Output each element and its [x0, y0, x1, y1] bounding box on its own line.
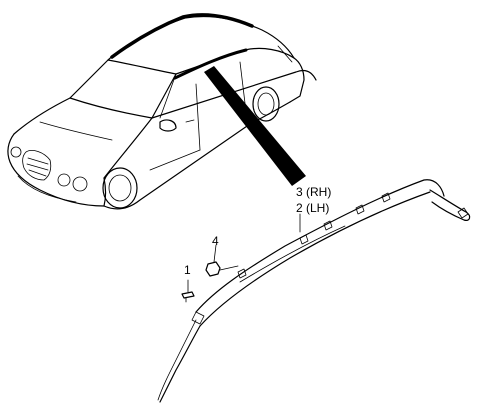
sedan-illustration: [7, 13, 317, 210]
pointer-arrow: [204, 66, 306, 186]
callout-rh-label: 3 (RH): [296, 185, 331, 199]
callout-clip-label: 1: [184, 263, 191, 277]
callout-lh-label: 2 (LH): [296, 201, 329, 215]
bolt-part: [205, 244, 239, 277]
clip-part: [181, 279, 195, 303]
curtain-airbag-module: [157, 179, 471, 403]
callout-bolt-label: 4: [212, 234, 219, 248]
